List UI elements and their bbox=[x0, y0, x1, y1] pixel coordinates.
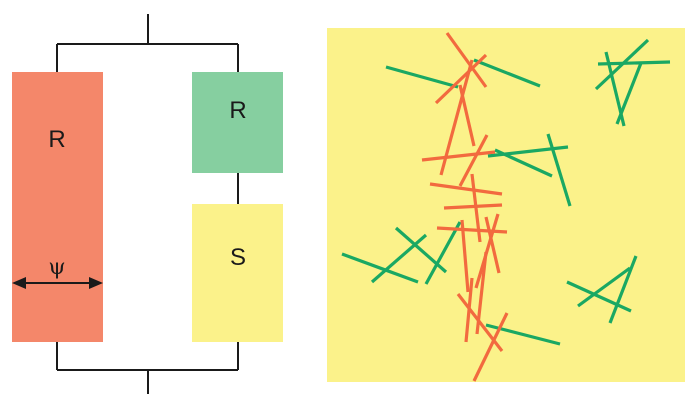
green-fiber bbox=[473, 58, 541, 88]
right-bottom-block-label: S bbox=[230, 244, 246, 271]
width-symbol-label: ψ bbox=[48, 255, 65, 280]
green-fiber bbox=[577, 266, 631, 308]
green-fiber bbox=[424, 221, 462, 285]
green-fiber bbox=[608, 255, 638, 324]
width-arrow bbox=[12, 277, 103, 289]
green-fiber bbox=[370, 233, 428, 284]
green-fiber bbox=[566, 280, 632, 313]
green-fiber bbox=[385, 65, 459, 89]
green-fiber bbox=[494, 148, 553, 178]
red-fibers bbox=[421, 32, 509, 382]
right-top-block-label: R bbox=[229, 97, 246, 124]
red-fiber bbox=[460, 219, 470, 293]
red-fiber bbox=[464, 277, 474, 343]
circuit-wires bbox=[56, 14, 239, 394]
green-fiber bbox=[594, 38, 650, 91]
red-fiber bbox=[429, 182, 503, 196]
right-r-block bbox=[192, 72, 283, 173]
red-fiber bbox=[445, 32, 488, 88]
red-fiber bbox=[474, 213, 500, 289]
red-fiber bbox=[421, 150, 496, 162]
green-fiber bbox=[546, 133, 572, 207]
green-fiber bbox=[615, 62, 643, 125]
red-fiber bbox=[472, 312, 509, 382]
right-s-block bbox=[192, 204, 283, 342]
red-fiber bbox=[458, 84, 476, 147]
width-arrow-left-head bbox=[12, 277, 26, 289]
green-fibers bbox=[341, 38, 671, 346]
red-fiber bbox=[436, 226, 508, 234]
red-fiber bbox=[443, 203, 503, 210]
fiber-network-panel bbox=[327, 28, 685, 382]
red-fiber bbox=[434, 53, 488, 105]
red-fiber bbox=[484, 216, 501, 274]
red-fiber bbox=[458, 134, 489, 187]
fiber-panel-background bbox=[327, 28, 685, 382]
left-r-block bbox=[12, 72, 103, 342]
green-fiber bbox=[341, 252, 419, 284]
block-circuit: R R S ψ bbox=[12, 14, 283, 394]
left-block-label: R bbox=[48, 126, 65, 153]
red-fiber bbox=[475, 251, 488, 335]
width-arrow-right-head bbox=[89, 277, 103, 289]
